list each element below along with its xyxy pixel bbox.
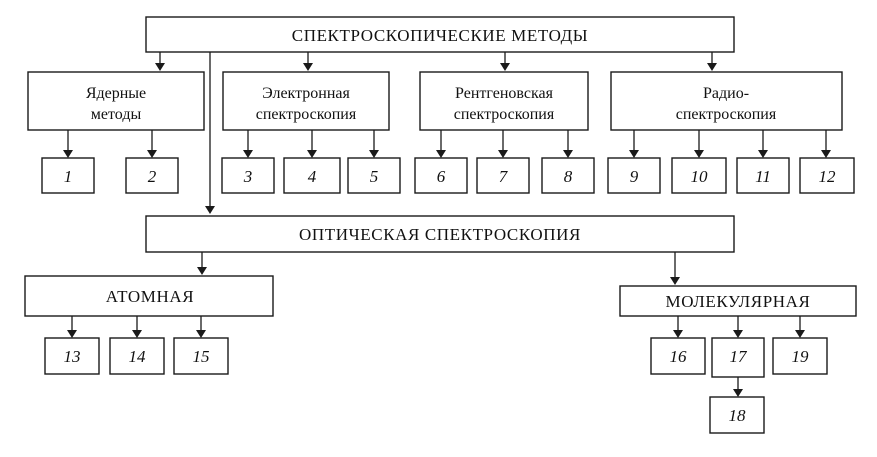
category-xray: Рентгеновская спектроскопия [419, 71, 589, 131]
number-box: 5 [347, 157, 401, 194]
number-box: 10 [671, 157, 727, 194]
category-electron-line1: Электронная [262, 85, 350, 102]
category-electron: Электронная спектроскопия [222, 71, 390, 131]
number-label: 6 [437, 167, 446, 186]
molecular-title: МОЛЕКУЛЯРНАЯ [666, 292, 811, 311]
number-label: 12 [819, 167, 837, 186]
number-box: 6 [414, 157, 468, 194]
number-box: 14 [109, 337, 165, 375]
category-nuclear: Ядерные методы [27, 71, 205, 131]
category-xray-line1: Рентгеновская [455, 85, 554, 102]
category-radio: Радио- спектроскопия [610, 71, 843, 131]
number-box: 12 [799, 157, 855, 194]
number-box: 13 [44, 337, 100, 375]
number-box: 11 [736, 157, 790, 194]
number-box: 19 [772, 337, 828, 375]
number-box: 16 [650, 337, 706, 375]
number-label: 8 [564, 167, 573, 186]
number-label: 15 [193, 347, 210, 366]
number-label: 5 [370, 167, 379, 186]
root-node: СПЕКТРОСКОПИЧЕСКИЕ МЕТОДЫ [145, 16, 735, 53]
category-nuclear-line2: методы [91, 106, 142, 123]
number-box: 9 [607, 157, 661, 194]
number-box: 8 [541, 157, 595, 194]
optical-title: ОПТИЧЕСКАЯ СПЕКТРОСКОПИЯ [299, 225, 581, 244]
atomic-title: АТОМНАЯ [106, 287, 194, 306]
number-box: 15 [173, 337, 229, 375]
number-box: 18 [709, 396, 765, 434]
number-label: 10 [691, 167, 709, 186]
atomic-node: АТОМНАЯ [24, 275, 274, 317]
number-label: 19 [792, 347, 810, 366]
arrowheads [63, 63, 831, 397]
category-xray-line2: спектроскопия [454, 106, 555, 123]
category-radio-line2: спектроскопия [676, 106, 777, 123]
number-label: 3 [243, 167, 253, 186]
number-label: 7 [499, 167, 509, 186]
number-box: 3 [221, 157, 275, 194]
number-box: 17 [711, 337, 765, 378]
number-label: 2 [148, 167, 157, 186]
category-electron-line2: спектроскопия [256, 106, 357, 123]
number-box: 2 [125, 157, 179, 194]
number-label: 13 [64, 347, 81, 366]
number-label: 17 [730, 347, 749, 366]
number-label: 4 [308, 167, 317, 186]
number-label: 16 [670, 347, 688, 366]
category-radio-line1: Радио- [703, 85, 749, 102]
number-label: 1 [64, 167, 73, 186]
number-box: 4 [283, 157, 341, 194]
number-label: 11 [755, 167, 771, 186]
number-box: 1 [41, 157, 95, 194]
number-label: 18 [729, 406, 747, 425]
optical-node: ОПТИЧЕСКАЯ СПЕКТРОСКОПИЯ [145, 215, 735, 253]
number-label: 9 [630, 167, 639, 186]
root-title: СПЕКТРОСКОПИЧЕСКИЕ МЕТОДЫ [292, 26, 589, 45]
molecular-node: МОЛЕКУЛЯРНАЯ [619, 285, 857, 317]
category-nuclear-line1: Ядерные [86, 85, 146, 102]
number-box: 7 [476, 157, 530, 194]
number-label: 14 [129, 347, 147, 366]
